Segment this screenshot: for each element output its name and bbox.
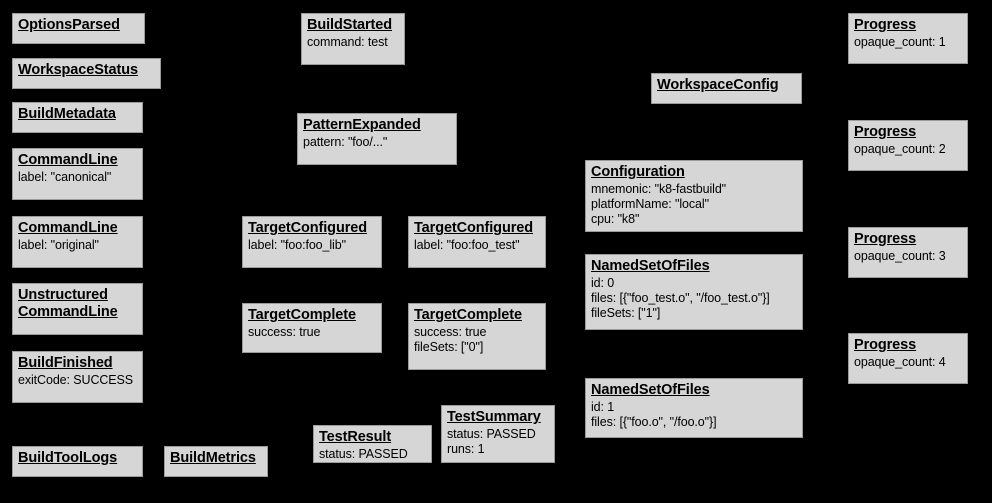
node-title: NamedSetOfFiles [591,258,710,274]
node-field: label: "canonical" [18,170,112,185]
node-field: success: true [248,325,321,340]
node-title: BuildFinished [18,355,113,371]
node-workspace-config[interactable]: WorkspaceConfig [651,73,802,104]
node-workspace-status[interactable]: WorkspaceStatus [12,58,161,89]
node-field: platformName: "local" [591,196,709,211]
node-build-metrics[interactable]: BuildMetrics [164,446,268,477]
node-title: Progress [854,17,917,33]
node-field: status: PASSED [319,447,408,462]
node-field: mnemonic: "k8-fastbuild" [591,182,727,197]
node-options-parsed[interactable]: OptionsParsed [12,13,145,44]
node-field: cpu: "k8" [591,211,640,226]
node-field: exitCode: SUCCESS [18,373,134,388]
node-title: TargetConfigured [414,220,533,236]
node-title: TargetComplete [248,307,356,323]
node-field: files: [{"foo_test.o", "/foo_test.o"}] [591,290,770,305]
node-pattern-expanded[interactable]: PatternExpanded pattern: "foo/..." [297,113,457,165]
node-field: label: "foo:foo_lib" [248,238,346,253]
node-title: WorkspaceStatus [18,62,138,78]
node-field: opaque_count: 3 [854,249,946,264]
node-title: NamedSetOfFiles [591,382,710,398]
node-title: CommandLine [18,220,118,236]
node-build-started[interactable]: BuildStarted command: test [301,13,405,65]
node-progress-4[interactable]: Progress opaque_count: 4 [848,333,968,384]
node-field: opaque_count: 4 [854,355,946,370]
node-build-finished[interactable]: BuildFinished exitCode: SUCCESS [12,351,143,403]
node-target-configured-foo-lib[interactable]: TargetConfigured label: "foo:foo_lib" [242,216,382,268]
node-title: CommandLine [18,152,118,168]
node-field: files: [{"foo.o", "/foo.o"}] [591,414,717,429]
node-command-line-canonical[interactable]: CommandLine label: "canonical" [12,148,143,200]
node-title: OptionsParsed [18,17,120,33]
node-configuration[interactable]: Configuration mnemonic: "k8-fastbuild"pla… [585,160,803,232]
node-title: PatternExpanded [303,117,421,133]
node-field: label: "original" [18,238,99,253]
node-field: runs: 1 [447,441,485,456]
node-progress-2[interactable]: Progress opaque_count: 2 [848,120,968,171]
node-field: id: 0 [591,276,615,291]
node-field: label: "foo:foo_test" [414,238,520,253]
node-title: BuildToolLogs [18,450,118,466]
node-field: command: test [307,35,388,50]
node-progress-3[interactable]: Progress opaque_count: 3 [848,227,968,278]
node-test-result[interactable]: TestResult status: PASSED [313,425,432,463]
node-field: success: true [414,325,487,340]
node-title: TestResult [319,429,392,445]
node-title: Progress [854,231,917,247]
node-title: TestSummary [447,409,541,425]
node-field: opaque_count: 1 [854,35,946,50]
node-field: status: PASSED [447,427,536,442]
node-field: fileSets: ["1"] [591,305,661,320]
node-progress-1[interactable]: Progress opaque_count: 1 [848,13,968,64]
node-title: TargetComplete [414,307,522,323]
node-title: Progress [854,124,917,140]
node-title: BuildMetrics [170,450,256,466]
node-title: BuildMetadata [18,106,116,122]
node-title: BuildStarted [307,17,393,33]
node-field: fileSets: ["0"] [414,339,484,354]
node-build-tool-logs[interactable]: BuildToolLogs [12,446,143,477]
node-unstructured-command-line[interactable]: Unstructured CommandLine [12,283,143,335]
node-title: Progress [854,337,917,353]
node-title: TargetConfigured [248,220,367,236]
node-target-configured-foo-test[interactable]: TargetConfigured label: "foo:foo_test" [408,216,546,268]
node-field: pattern: "foo/..." [303,135,388,150]
node-field: opaque_count: 2 [854,142,946,157]
node-field: id: 1 [591,400,615,415]
node-build-metadata[interactable]: BuildMetadata [12,102,143,133]
node-title: WorkspaceConfig [657,77,779,93]
node-title: Unstructured CommandLine [18,287,118,321]
node-command-line-original[interactable]: CommandLine label: "original" [12,216,143,268]
node-title: Configuration [591,164,685,180]
node-target-complete-foo-lib[interactable]: TargetComplete success: true [242,303,382,353]
